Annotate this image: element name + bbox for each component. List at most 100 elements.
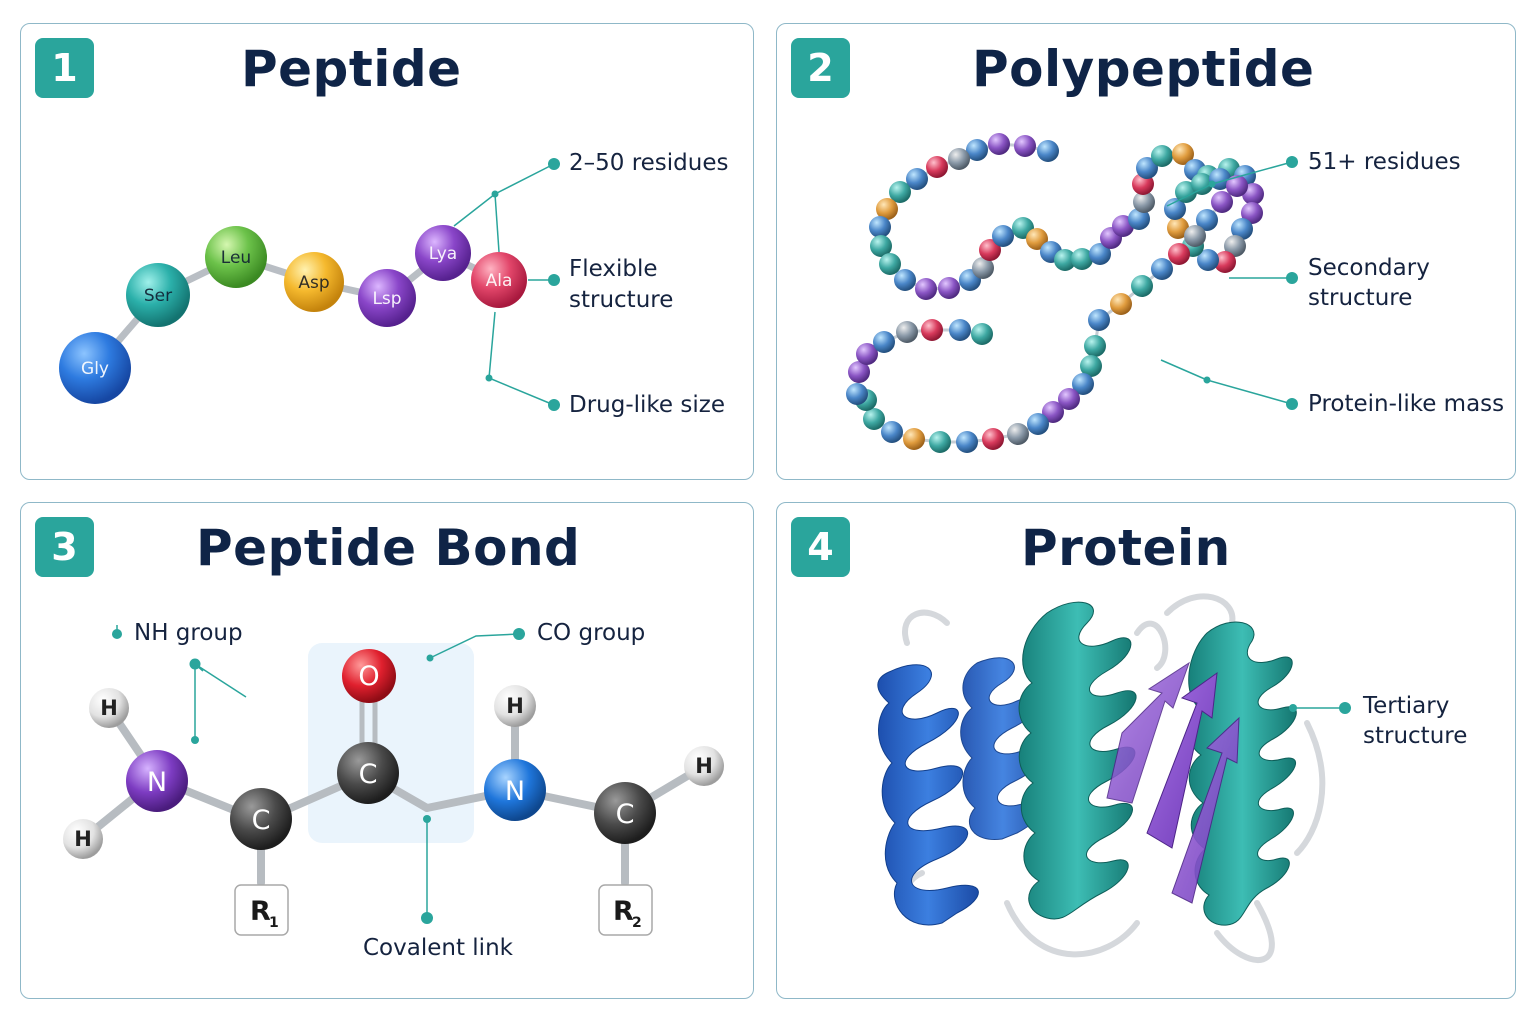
peptide-bond-diagram: H H H H N C C O N C R 1 R 2 <box>63 625 724 936</box>
flexible-label-line2: structure <box>569 287 674 313</box>
residue-bead <box>966 139 988 161</box>
residue-bead <box>915 278 937 300</box>
residue-bead <box>971 323 993 345</box>
flexible-label-line1: Flexible <box>569 256 658 282</box>
residue-bead <box>896 321 918 343</box>
panel-title: Protein <box>1021 519 1231 577</box>
atom-label: N <box>505 776 525 807</box>
tertiary-label-line2: structure <box>1363 723 1468 749</box>
residue-bead <box>1080 355 1102 377</box>
residue-bead <box>879 253 901 275</box>
drug-size-label: Drug-like size <box>569 392 725 418</box>
hydrogen-atom <box>89 688 129 728</box>
residue-label: Lsp <box>372 289 401 309</box>
residue-bead <box>1037 140 1059 162</box>
residue-bead <box>1151 145 1173 167</box>
residue-bead <box>863 408 885 430</box>
residue-bead <box>972 257 994 279</box>
alpha-carbon-atom <box>230 788 292 850</box>
residue-bead <box>846 383 868 405</box>
residue-bead <box>1084 335 1106 357</box>
residue-bead <box>1211 191 1233 213</box>
residue-count-label: 2–50 residues <box>569 150 729 176</box>
hydrogen-atom <box>494 685 536 727</box>
residue-bead <box>988 133 1010 155</box>
residue-bead <box>284 252 344 312</box>
residue-label: Leu <box>221 248 251 268</box>
residue-bead <box>938 277 960 299</box>
residue-bead <box>1168 243 1190 265</box>
residue-bead <box>1054 249 1076 271</box>
residue-bead <box>1058 388 1080 410</box>
residue-bead <box>1133 191 1155 213</box>
residue-bead <box>1071 248 1093 270</box>
residue-bead <box>415 225 471 281</box>
protein-panel: 4 Protein <box>776 502 1516 999</box>
residue-label: Asp <box>298 273 329 293</box>
nitrogen-atom <box>484 759 546 821</box>
residue-bead <box>894 269 916 291</box>
atom-label: H <box>695 754 713 778</box>
residue-label: Lya <box>429 244 457 264</box>
residue-bead <box>1231 218 1253 240</box>
panel-number-badge: 2 <box>791 38 850 98</box>
residue-bead <box>956 431 978 453</box>
atom-label: H <box>506 694 524 718</box>
residue-bead <box>358 269 416 327</box>
residue-bead <box>1072 373 1094 395</box>
peptide-diagram: Gly Ser Leu Asp Lsp Lya Ala <box>59 158 560 411</box>
residue-bead <box>889 181 911 203</box>
oxygen-atom <box>342 649 396 703</box>
residue-bead <box>873 331 895 353</box>
panel-number-badge: 3 <box>35 517 94 577</box>
atom-label: C <box>252 805 271 836</box>
residue-bead <box>1226 175 1248 197</box>
residue-bead <box>1151 258 1173 280</box>
purple-beta-strand <box>1106 661 1240 904</box>
residue-bead <box>870 235 892 257</box>
residue-label: Gly <box>81 359 109 379</box>
residue-bead <box>1042 401 1064 423</box>
residue-bead <box>856 343 878 365</box>
panel-title: Peptide Bond <box>196 519 581 577</box>
residue-bead <box>126 263 190 327</box>
residue-bead <box>926 156 948 178</box>
nitrogen-atom <box>126 750 188 812</box>
peptide-bond-panel: 3 Peptide Bond <box>20 502 754 999</box>
alpha-carbon-atom <box>594 782 656 844</box>
residue-label: Ala <box>486 271 513 291</box>
residue-bead <box>848 361 870 383</box>
panel-number-badge: 4 <box>791 517 850 577</box>
residue-bead <box>1172 143 1194 165</box>
residue-bead <box>1089 243 1111 265</box>
residue-bead <box>906 168 928 190</box>
residue-bead <box>1007 423 1029 445</box>
secondary-label-line1: Secondary <box>1308 255 1430 281</box>
residue-bead <box>205 226 267 288</box>
atom-label: H <box>100 696 118 720</box>
residue-bead <box>471 252 527 308</box>
residue-bead <box>948 148 970 170</box>
blue-helix <box>877 657 1046 926</box>
r1-label: R <box>250 896 271 927</box>
secondary-label-line2: structure <box>1308 285 1413 311</box>
residue-bead <box>1167 217 1189 239</box>
r2-subscript: 2 <box>632 915 642 931</box>
polypeptide-panel: 2 Polypeptide 51+ residues Secondary str… <box>776 23 1516 480</box>
r2-side-chain-box <box>598 884 653 936</box>
r2-label: R <box>613 896 634 927</box>
residue-bead <box>949 319 971 341</box>
residue-bead <box>979 239 1001 261</box>
residue-bead <box>1241 202 1263 224</box>
nh-group-label: NH group <box>134 620 243 646</box>
residue-bead <box>1191 173 1213 195</box>
protein-ribbon-diagram <box>877 593 1351 963</box>
atom-label: H <box>74 827 92 851</box>
residue-bead <box>992 225 1014 247</box>
residue-bead <box>1014 135 1036 157</box>
residue-bead <box>876 198 898 220</box>
residue-bead <box>1164 198 1186 220</box>
residue-bead <box>1027 413 1049 435</box>
panel-number-badge: 1 <box>35 38 94 98</box>
covalent-link-label: Covalent link <box>363 935 513 961</box>
